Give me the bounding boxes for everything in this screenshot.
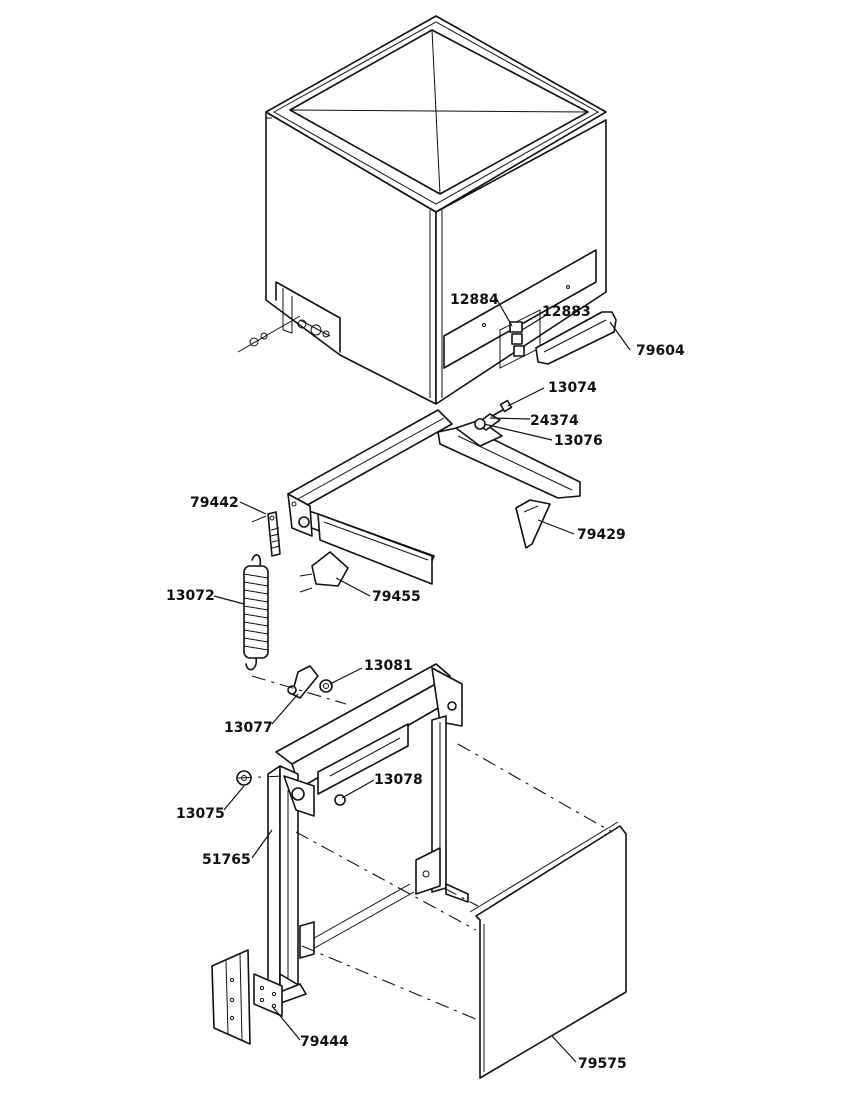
label-12884: 12884: [450, 292, 499, 308]
label-79442: 79442: [190, 495, 239, 511]
label-24374: 24374: [530, 413, 579, 429]
label-13075: 13075: [176, 806, 225, 822]
part-labels: 12884 12883 79604 13074 24374 13076 7944…: [166, 292, 685, 1072]
label-13078: 13078: [374, 772, 423, 788]
lift-arm-assembly: [251, 399, 581, 593]
label-13077: 13077: [224, 720, 273, 736]
label-12883: 12883: [542, 304, 591, 320]
label-13076: 13076: [554, 433, 603, 449]
label-79429: 79429: [577, 527, 626, 543]
side-frame: [267, 663, 469, 1005]
label-13081: 13081: [364, 658, 413, 674]
label-79575: 79575: [578, 1056, 627, 1072]
label-51765: 51765: [202, 852, 251, 868]
label-13074: 13074: [548, 380, 597, 396]
label-79455: 79455: [372, 589, 421, 605]
pivot-hardware: [236, 665, 347, 806]
hinge: [211, 949, 283, 1045]
hood-assembly: [237, 15, 617, 405]
assembly-guide-lines: [237, 743, 613, 1021]
label-79444: 79444: [300, 1034, 349, 1050]
front-panel: [469, 821, 627, 1079]
label-79604: 79604: [636, 343, 685, 359]
label-13072: 13072: [166, 588, 215, 604]
leader-lines: [213, 297, 631, 1063]
spring: [243, 554, 269, 671]
